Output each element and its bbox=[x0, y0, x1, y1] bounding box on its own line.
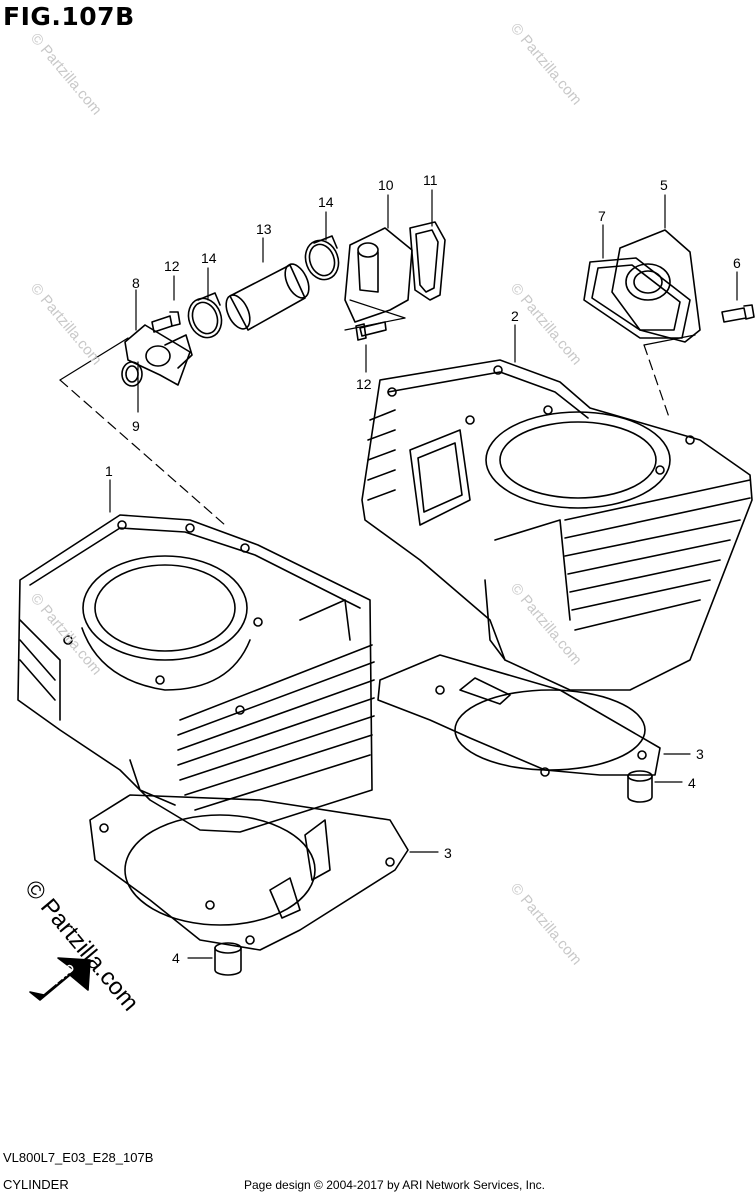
gasket-front bbox=[89, 794, 409, 951]
fwd-label: FWD bbox=[50, 962, 77, 987]
hose-clamp-right bbox=[304, 235, 340, 281]
callout-4-front: 4 bbox=[172, 950, 180, 966]
callout-11: 11 bbox=[423, 172, 438, 188]
leader-lines bbox=[59, 189, 738, 959]
callout-7: 7 bbox=[598, 208, 606, 224]
gasket-rear bbox=[377, 654, 661, 777]
callout-14-left: 14 bbox=[201, 250, 217, 266]
water-hose bbox=[225, 263, 310, 331]
callout-8: 8 bbox=[132, 275, 140, 291]
hose-clamp-left bbox=[187, 292, 223, 339]
callout-5: 5 bbox=[660, 177, 668, 193]
callout-12-lower: 12 bbox=[356, 376, 372, 392]
outlet-gasket bbox=[583, 257, 691, 339]
callout-10: 10 bbox=[378, 177, 394, 193]
thermostat-housing bbox=[344, 227, 413, 323]
callout-14-right: 14 bbox=[318, 194, 334, 210]
outlet-cover bbox=[611, 229, 701, 343]
rear-cylinder bbox=[361, 359, 753, 691]
callout-3-rear: 3 bbox=[696, 746, 704, 762]
callout-3-front: 3 bbox=[444, 845, 452, 861]
callout-2: 2 bbox=[511, 308, 519, 324]
copyright-notice: Page design © 2004-2017 by ARI Network S… bbox=[244, 1178, 546, 1192]
callout-1: 1 bbox=[105, 463, 113, 479]
thermostat-gasket bbox=[409, 221, 446, 301]
inlet-union bbox=[124, 324, 193, 386]
figure-title: FIG.107B bbox=[3, 2, 135, 31]
callout-9: 9 bbox=[132, 418, 140, 434]
callout-4-rear: 4 bbox=[688, 775, 696, 791]
dowel-pin-front bbox=[214, 942, 242, 976]
bolt-12-lower bbox=[355, 321, 387, 341]
dowel-pin-rear bbox=[627, 770, 653, 803]
forward-arrow-icon bbox=[29, 957, 91, 1001]
bolt-6 bbox=[721, 304, 755, 323]
callout-12-upper: 12 bbox=[164, 258, 180, 274]
assembly-name: CYLINDER bbox=[3, 1177, 69, 1192]
o-ring-9 bbox=[121, 361, 143, 387]
front-cylinder bbox=[17, 514, 375, 833]
callout-6: 6 bbox=[733, 255, 741, 271]
bolt-12-upper bbox=[151, 311, 181, 333]
callout-13: 13 bbox=[256, 221, 272, 237]
diagram-code: VL800L7_E03_E28_107B bbox=[3, 1150, 154, 1165]
